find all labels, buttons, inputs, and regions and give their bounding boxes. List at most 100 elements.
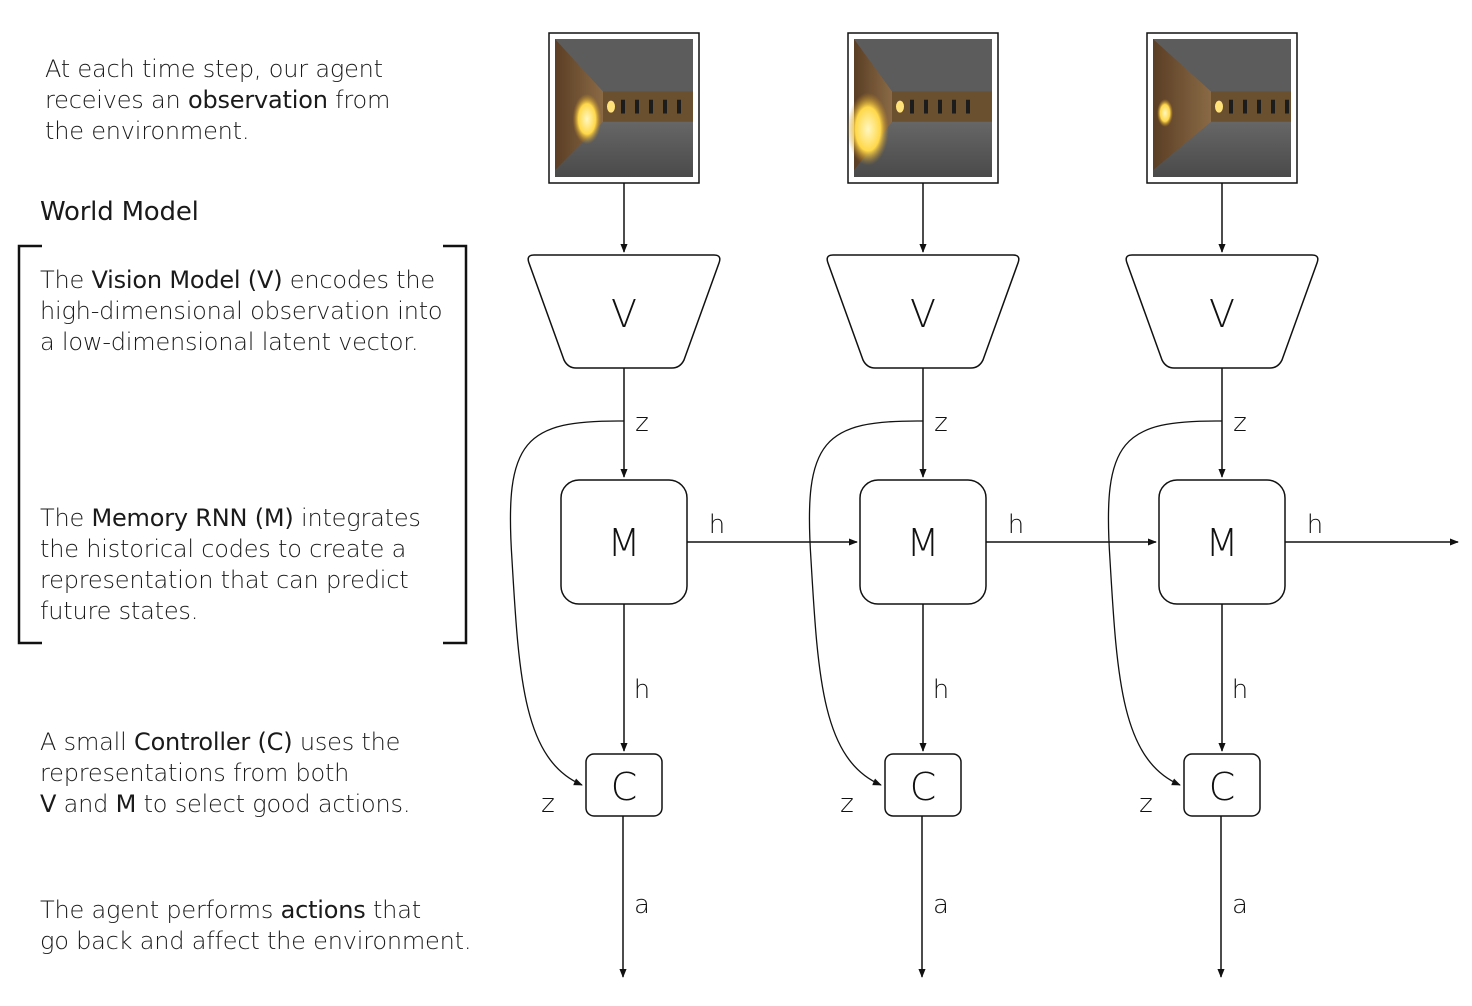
controller-line-2: representations from both	[40, 759, 350, 787]
observation-wall-detail	[649, 99, 653, 114]
observation-light	[847, 92, 889, 166]
world-model-title: World Model	[40, 197, 199, 227]
actions-line-1: The agent performs actions that	[40, 895, 471, 926]
observation-far-wall	[1211, 91, 1291, 122]
controller-label: C	[1209, 765, 1236, 809]
vision-description: The Vision Model (V) encodes the high-di…	[40, 265, 443, 358]
text-span: from	[327, 86, 391, 114]
observation-description: At each time step, our agent receives an…	[45, 54, 390, 147]
observation-frame	[548, 32, 700, 184]
observation-line-3: the environment.	[45, 117, 250, 145]
vision-line-2: high-dimensional observation into	[40, 297, 443, 325]
actions-line-2: go back and affect the environment.	[40, 927, 472, 955]
observation-wall-detail	[663, 99, 667, 114]
z-label: z	[635, 408, 649, 438]
observation-keyword: observation	[187, 86, 328, 114]
memory-line-4: future states.	[40, 597, 199, 625]
observation-far-light	[1215, 100, 1223, 113]
z-input-label: z	[840, 789, 854, 819]
controller-box	[884, 753, 962, 817]
vision-model-label: V	[1209, 292, 1235, 336]
observation-far-light	[607, 100, 615, 113]
vision-line-1: The Vision Model (V) encodes the	[40, 265, 442, 296]
controller-line-3: V and M to select good actions.	[40, 789, 410, 820]
memory-keyword: Memory RNN (M)	[91, 504, 294, 532]
text-span: A small	[40, 728, 135, 756]
z-input-label: z	[1139, 789, 1153, 819]
controller-box	[585, 753, 663, 817]
arrow-z-to-c	[1107, 420, 1223, 786]
controller-label: C	[611, 765, 638, 809]
world-model-bracket-right	[443, 244, 468, 645]
memory-rnn-label: M	[1206, 521, 1239, 565]
text-span: that	[365, 896, 421, 924]
world-model-bracket-left	[17, 244, 42, 645]
controller-keyword: Controller (C)	[134, 728, 293, 756]
actions-description: The agent performs actions that go back …	[40, 895, 471, 957]
arrow-z-to-c	[808, 420, 924, 786]
h-recurrent-label: h	[1008, 510, 1024, 540]
vision-model-label: V	[611, 292, 637, 336]
text-span: and	[56, 790, 116, 818]
h-label: h	[634, 675, 650, 705]
controller-box	[1183, 753, 1261, 817]
observation-line-1: At each time step, our agent	[45, 55, 383, 83]
memory-description: The Memory RNN (M) integrates the histor…	[40, 503, 421, 627]
a-label: a	[1232, 890, 1248, 920]
z-label: z	[934, 408, 948, 438]
vision-model-box	[1125, 254, 1319, 369]
text-span: The	[40, 266, 92, 294]
controller-description: A small Controller (C) uses the represen…	[40, 727, 410, 820]
text-span: to select good actions.	[136, 790, 411, 818]
vision-model-box	[826, 254, 1020, 369]
vision-keyword: Vision Model (V)	[91, 266, 283, 294]
memory-line-1: The Memory RNN (M) integrates	[40, 503, 421, 534]
memory-rnn-label: M	[907, 521, 940, 565]
observation-left-wall	[1153, 39, 1211, 171]
v-keyword: V	[40, 790, 57, 818]
h-label: h	[1232, 675, 1248, 705]
text-span: The agent performs	[40, 896, 281, 924]
observation-wall-detail	[677, 99, 681, 114]
observation-wall-detail	[910, 99, 914, 114]
vision-line-3: a low-dimensional latent vector.	[40, 328, 419, 356]
h-recurrent-label: h	[1307, 510, 1323, 540]
h-label: h	[933, 675, 949, 705]
observation-wall-detail	[635, 99, 639, 114]
z-input-label: z	[541, 789, 555, 819]
controller-label: C	[910, 765, 937, 809]
memory-line-2: the historical codes to create a	[40, 535, 407, 563]
observation-wall-detail	[1285, 99, 1289, 114]
text-span: receives an	[45, 86, 188, 114]
h-recurrent-label: h	[709, 510, 725, 540]
vision-model-label: V	[910, 292, 936, 336]
observation-wall-detail	[1243, 99, 1247, 114]
observation-frame	[1146, 32, 1298, 184]
observation-wall-detail	[1271, 99, 1275, 114]
observation-wall-detail	[938, 99, 942, 114]
a-label: a	[933, 890, 949, 920]
observation-wall-detail	[952, 99, 956, 114]
observation-light	[572, 93, 602, 145]
observation-light	[1157, 99, 1173, 127]
a-label: a	[634, 890, 650, 920]
memory-line-3: representation that can predict	[40, 566, 409, 594]
observation-line-2: receives an observation from	[45, 85, 390, 116]
observation-frame	[847, 32, 999, 184]
text-span: The	[40, 504, 92, 532]
observation-wall-detail	[924, 99, 928, 114]
z-label: z	[1233, 408, 1247, 438]
text-span: encodes the	[282, 266, 435, 294]
observation-far-light	[896, 100, 904, 113]
actions-keyword: actions	[280, 896, 366, 924]
text-span: integrates	[293, 504, 421, 532]
arrow-z-to-c	[509, 420, 625, 786]
controller-line-1: A small Controller (C) uses the	[40, 727, 410, 758]
observation-wall-detail	[966, 99, 970, 114]
m-keyword: M	[115, 790, 137, 818]
